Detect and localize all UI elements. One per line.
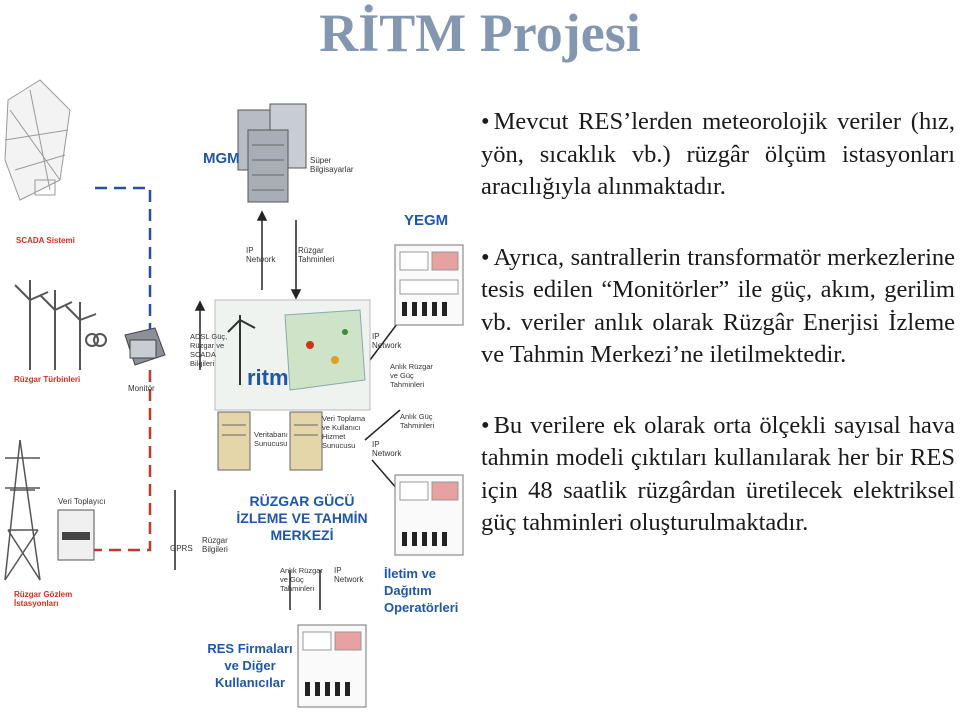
bullet-text: Mevcut RES’lerden meteorolojik veriler (…: [481, 108, 955, 200]
system-diagram: MGM Süper Bilgisayarlar SCADA Sistemi YE…: [0, 70, 470, 715]
wind-info-label: Rüzgar Bilgileri: [202, 536, 228, 554]
bullet-list: •Mevcut RES’lerden meteorolojik veriler …: [481, 106, 955, 578]
diagram-canvas: [4, 79, 464, 708]
supercomputer-icon: [237, 103, 307, 203]
station-label: Rüzgar Gözlem İstasyonları: [14, 590, 73, 608]
yegm-label: YEGM: [404, 212, 449, 229]
ritm-logo: ritm: [247, 365, 289, 390]
operators-label: İletim ve Dağıtım Operatörleri: [384, 566, 459, 615]
mgm-label: MGM: [203, 150, 240, 167]
bullet-text: Bu verilere ek olarak orta ölçekli sayıs…: [481, 411, 955, 537]
dashed-connection-blue: [95, 186, 152, 330]
gprs-label: GPRS: [170, 544, 193, 553]
bullet-item: •Ayrıca, santrallerin transformatör merk…: [481, 242, 955, 372]
bullet-item: •Bu verilere ek olarak orta ölçekli sayı…: [481, 410, 955, 540]
scada-label: SCADA Sistemi: [16, 236, 75, 245]
bullet-dot-icon: •: [481, 243, 490, 271]
ip-network-label-top: IP Network: [246, 246, 276, 264]
adsl-label: ADSL Güç, Rüzgar ve SCADA Bilgileri: [190, 332, 228, 368]
wind-turbine-icons: [14, 280, 107, 370]
wind-forecasts-label: Rüzgar Tahminleri: [298, 246, 335, 264]
center-label: RÜZGAR GÜCÜ İZLEME VE TAHMİN MERKEZİ: [236, 493, 368, 543]
ip-network-label-bottom: IP Network: [334, 566, 364, 584]
res-firms-label: RES Firmaları ve Diğer Kullanıcılar: [207, 641, 293, 690]
bullet-dot-icon: •: [481, 411, 490, 439]
realtime-forecasts-label-bottom: Anlık Rüzgar ve Güç Tahminleri: [280, 566, 323, 593]
collector-server-label: Veri Toplama ve Kullanıcı Hizmet Sunucus…: [322, 414, 366, 450]
realtime-power-label: Anlık Güç Tahminleri: [400, 412, 435, 430]
ip-network-label-mid: IP Network: [372, 440, 402, 458]
database-server-icon: [217, 411, 251, 471]
db-server-label: Veritabanı Sunucusu: [254, 430, 288, 448]
page-title: RİTM Projesi: [319, 3, 641, 63]
collector-server-icon: [289, 411, 323, 471]
bullet-dot-icon: •: [481, 108, 490, 135]
observation-tower-icon: [4, 439, 41, 581]
bullet-item: •Mevcut RES’lerden meteorolojik veriler …: [481, 106, 955, 204]
yegm-screens-icon: [394, 244, 464, 326]
data-collector-label: Veri Toplayıcı: [58, 497, 106, 506]
bullet-text: Ayrıca, santrallerin transformatör merke…: [481, 243, 955, 369]
arrows: [174, 210, 401, 610]
scada-sketch-icon: [4, 79, 71, 201]
realtime-forecasts-label: Anlık Rüzgar ve Güç Tahminleri: [390, 362, 433, 389]
ritm-center-panel: [214, 299, 371, 411]
super-computer-label: Süper Bilgisayarlar: [310, 156, 354, 174]
data-collector-icon: [57, 509, 95, 561]
ip-network-label-right: IP Network: [372, 332, 402, 350]
operators-screens-icon: [394, 474, 464, 556]
monitor-device-icon: [124, 327, 166, 366]
turbines-label: Rüzgar Türbinleri: [14, 375, 81, 384]
res-screens-icon: [297, 624, 367, 708]
monitor-label: Monitör: [128, 384, 155, 393]
